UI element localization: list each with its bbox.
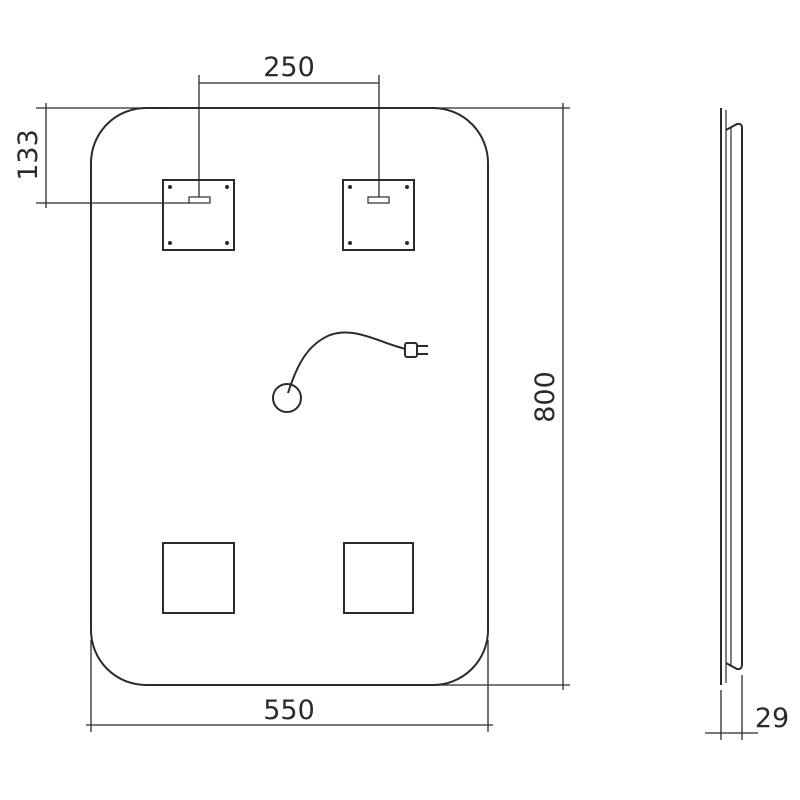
side-view xyxy=(720,108,743,685)
dimension-label-800: 800 xyxy=(530,371,561,423)
bottom-pad-left xyxy=(162,542,235,614)
front-view xyxy=(90,107,489,686)
hanging-slot-right xyxy=(367,196,390,204)
dimension-mounting-spacing: 250 xyxy=(198,52,380,197)
dimension-height: 800 xyxy=(430,103,570,690)
dimension-label-550: 550 xyxy=(263,695,315,726)
dimension-label-250: 250 xyxy=(263,52,315,83)
dimension-label-29: 29 xyxy=(755,703,789,734)
dimension-width: 550 xyxy=(86,640,493,732)
power-cable-icon xyxy=(287,331,407,394)
touch-switch-icon xyxy=(272,383,302,413)
hanging-slot-left xyxy=(188,196,211,204)
dimension-depth: 29 xyxy=(705,675,789,740)
power-plug-icon xyxy=(404,342,428,358)
bottom-pad-right xyxy=(343,542,414,614)
dimension-top-offset: 133 xyxy=(13,103,190,208)
mirror-outline xyxy=(90,107,489,686)
dimension-label-133: 133 xyxy=(13,129,44,181)
